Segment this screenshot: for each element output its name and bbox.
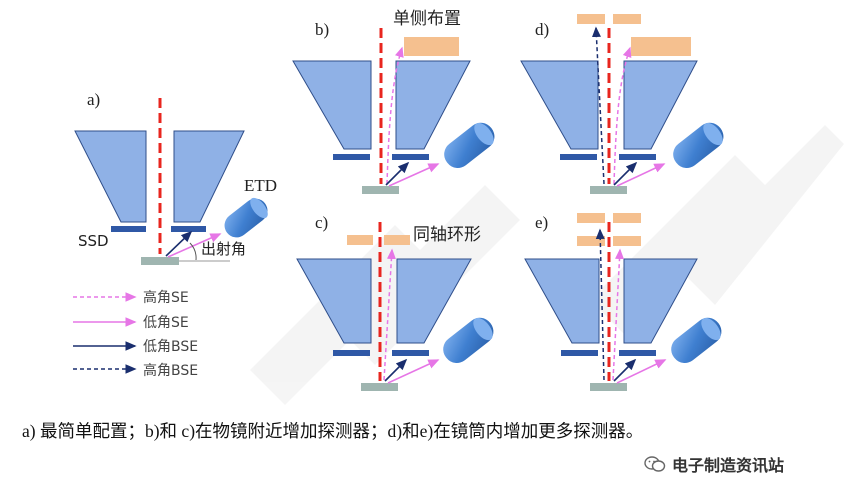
ssd-detector-left (561, 350, 598, 356)
ssd-detector-right (392, 350, 429, 356)
pole-piece-right (395, 60, 471, 150)
legend-high-se-label: 高角SE (143, 289, 189, 306)
takeoff-angle-arc (189, 242, 197, 261)
sample (361, 383, 398, 391)
figure-caption: a) 最简单配置；b)和 c)在物镜附近增加探测器；d)和e)在镜筒内增加更多探… (22, 421, 644, 441)
ssd-detector-right (619, 154, 656, 160)
panel-d: d) (520, 14, 724, 194)
ssd-detector-right (171, 226, 206, 232)
se-high-ray (386, 46, 404, 185)
bse-low-ray (385, 161, 410, 186)
etd-detector (671, 317, 722, 364)
inlens-top-left (577, 14, 605, 24)
inlens-ring-left (347, 235, 373, 245)
pole-piece-right (623, 258, 698, 344)
inlens-top-right (613, 14, 641, 24)
etd-detector (444, 122, 495, 169)
wechat-icon (644, 456, 666, 472)
sample (362, 186, 399, 194)
pole-piece-right (396, 258, 472, 344)
inlens-top-left (577, 213, 605, 223)
inlens-top-right (613, 213, 641, 223)
se-high-ray (613, 46, 632, 185)
se-low-ray (616, 163, 666, 187)
inlens-detector (631, 37, 691, 56)
pole-piece-right (173, 130, 245, 223)
bse-low-ray (613, 161, 638, 186)
panel-c-title: 同轴环形 (413, 225, 481, 245)
ssd-detector-right (619, 350, 656, 356)
etd-label: ETD (244, 176, 277, 195)
ssd-label: SSD (78, 232, 109, 250)
panel-d-label: d) (535, 20, 549, 39)
pole-piece-left (296, 258, 372, 344)
legend-low-se-label: 低角SE (143, 315, 189, 331)
ssd-detector-left (333, 154, 370, 160)
takeoff-angle-label: 出射角 (201, 240, 246, 258)
panel-a-label: a) (87, 90, 100, 109)
panel-e-label: e) (535, 213, 548, 232)
ssd-detector-left (560, 154, 597, 160)
ssd-detector-left (111, 226, 146, 232)
pole-piece-left (292, 60, 372, 150)
se-high-ray (612, 248, 625, 381)
sample (590, 383, 627, 391)
bse-low-ray (384, 358, 408, 382)
panel-b: b) 单侧布置 (292, 9, 495, 194)
legend-low-bse-label: 低角BSE (143, 339, 198, 355)
pole-piece-left (520, 60, 599, 150)
etd-detector (443, 317, 494, 364)
watermark-text: 电子制造资讯站 (672, 456, 785, 475)
bse-low-ray (165, 230, 193, 257)
inlens-ring-right (613, 236, 641, 246)
bse-high-ray (591, 26, 605, 185)
legend-high-bse-label: 高角BSE (143, 362, 198, 379)
etd-detector (673, 122, 724, 169)
pole-piece-right (623, 60, 698, 150)
panel-e: e) (524, 213, 722, 391)
inlens-ring-left (577, 236, 605, 246)
inlens-ring-right (384, 235, 410, 245)
panel-b-label: b) (315, 20, 329, 39)
ssd-detector-right (392, 154, 429, 160)
panel-c-label: c) (315, 213, 328, 232)
se-low-ray (388, 163, 440, 187)
legend: 高角SE 低角SE 低角BSE 高角BSE (73, 289, 198, 379)
panel-b-title: 单侧布置 (393, 9, 461, 29)
se-low-ray (387, 359, 440, 384)
sample (141, 257, 179, 265)
pole-piece-left (524, 258, 600, 344)
pole-piece-left (74, 130, 147, 223)
ssd-detector-left (333, 350, 370, 356)
sample (590, 186, 627, 194)
watermark: 电子制造资讯站 (644, 452, 784, 476)
se-high-ray (383, 248, 396, 381)
se-low-ray (167, 233, 222, 258)
inlens-detector (404, 37, 459, 56)
bse-low-ray (613, 358, 637, 382)
panel-c: c) 同轴环形 (296, 213, 494, 391)
panel-a: a) ETD SSD 出射角 (74, 90, 277, 265)
se-low-ray (616, 359, 667, 384)
etd-detector (224, 197, 268, 238)
